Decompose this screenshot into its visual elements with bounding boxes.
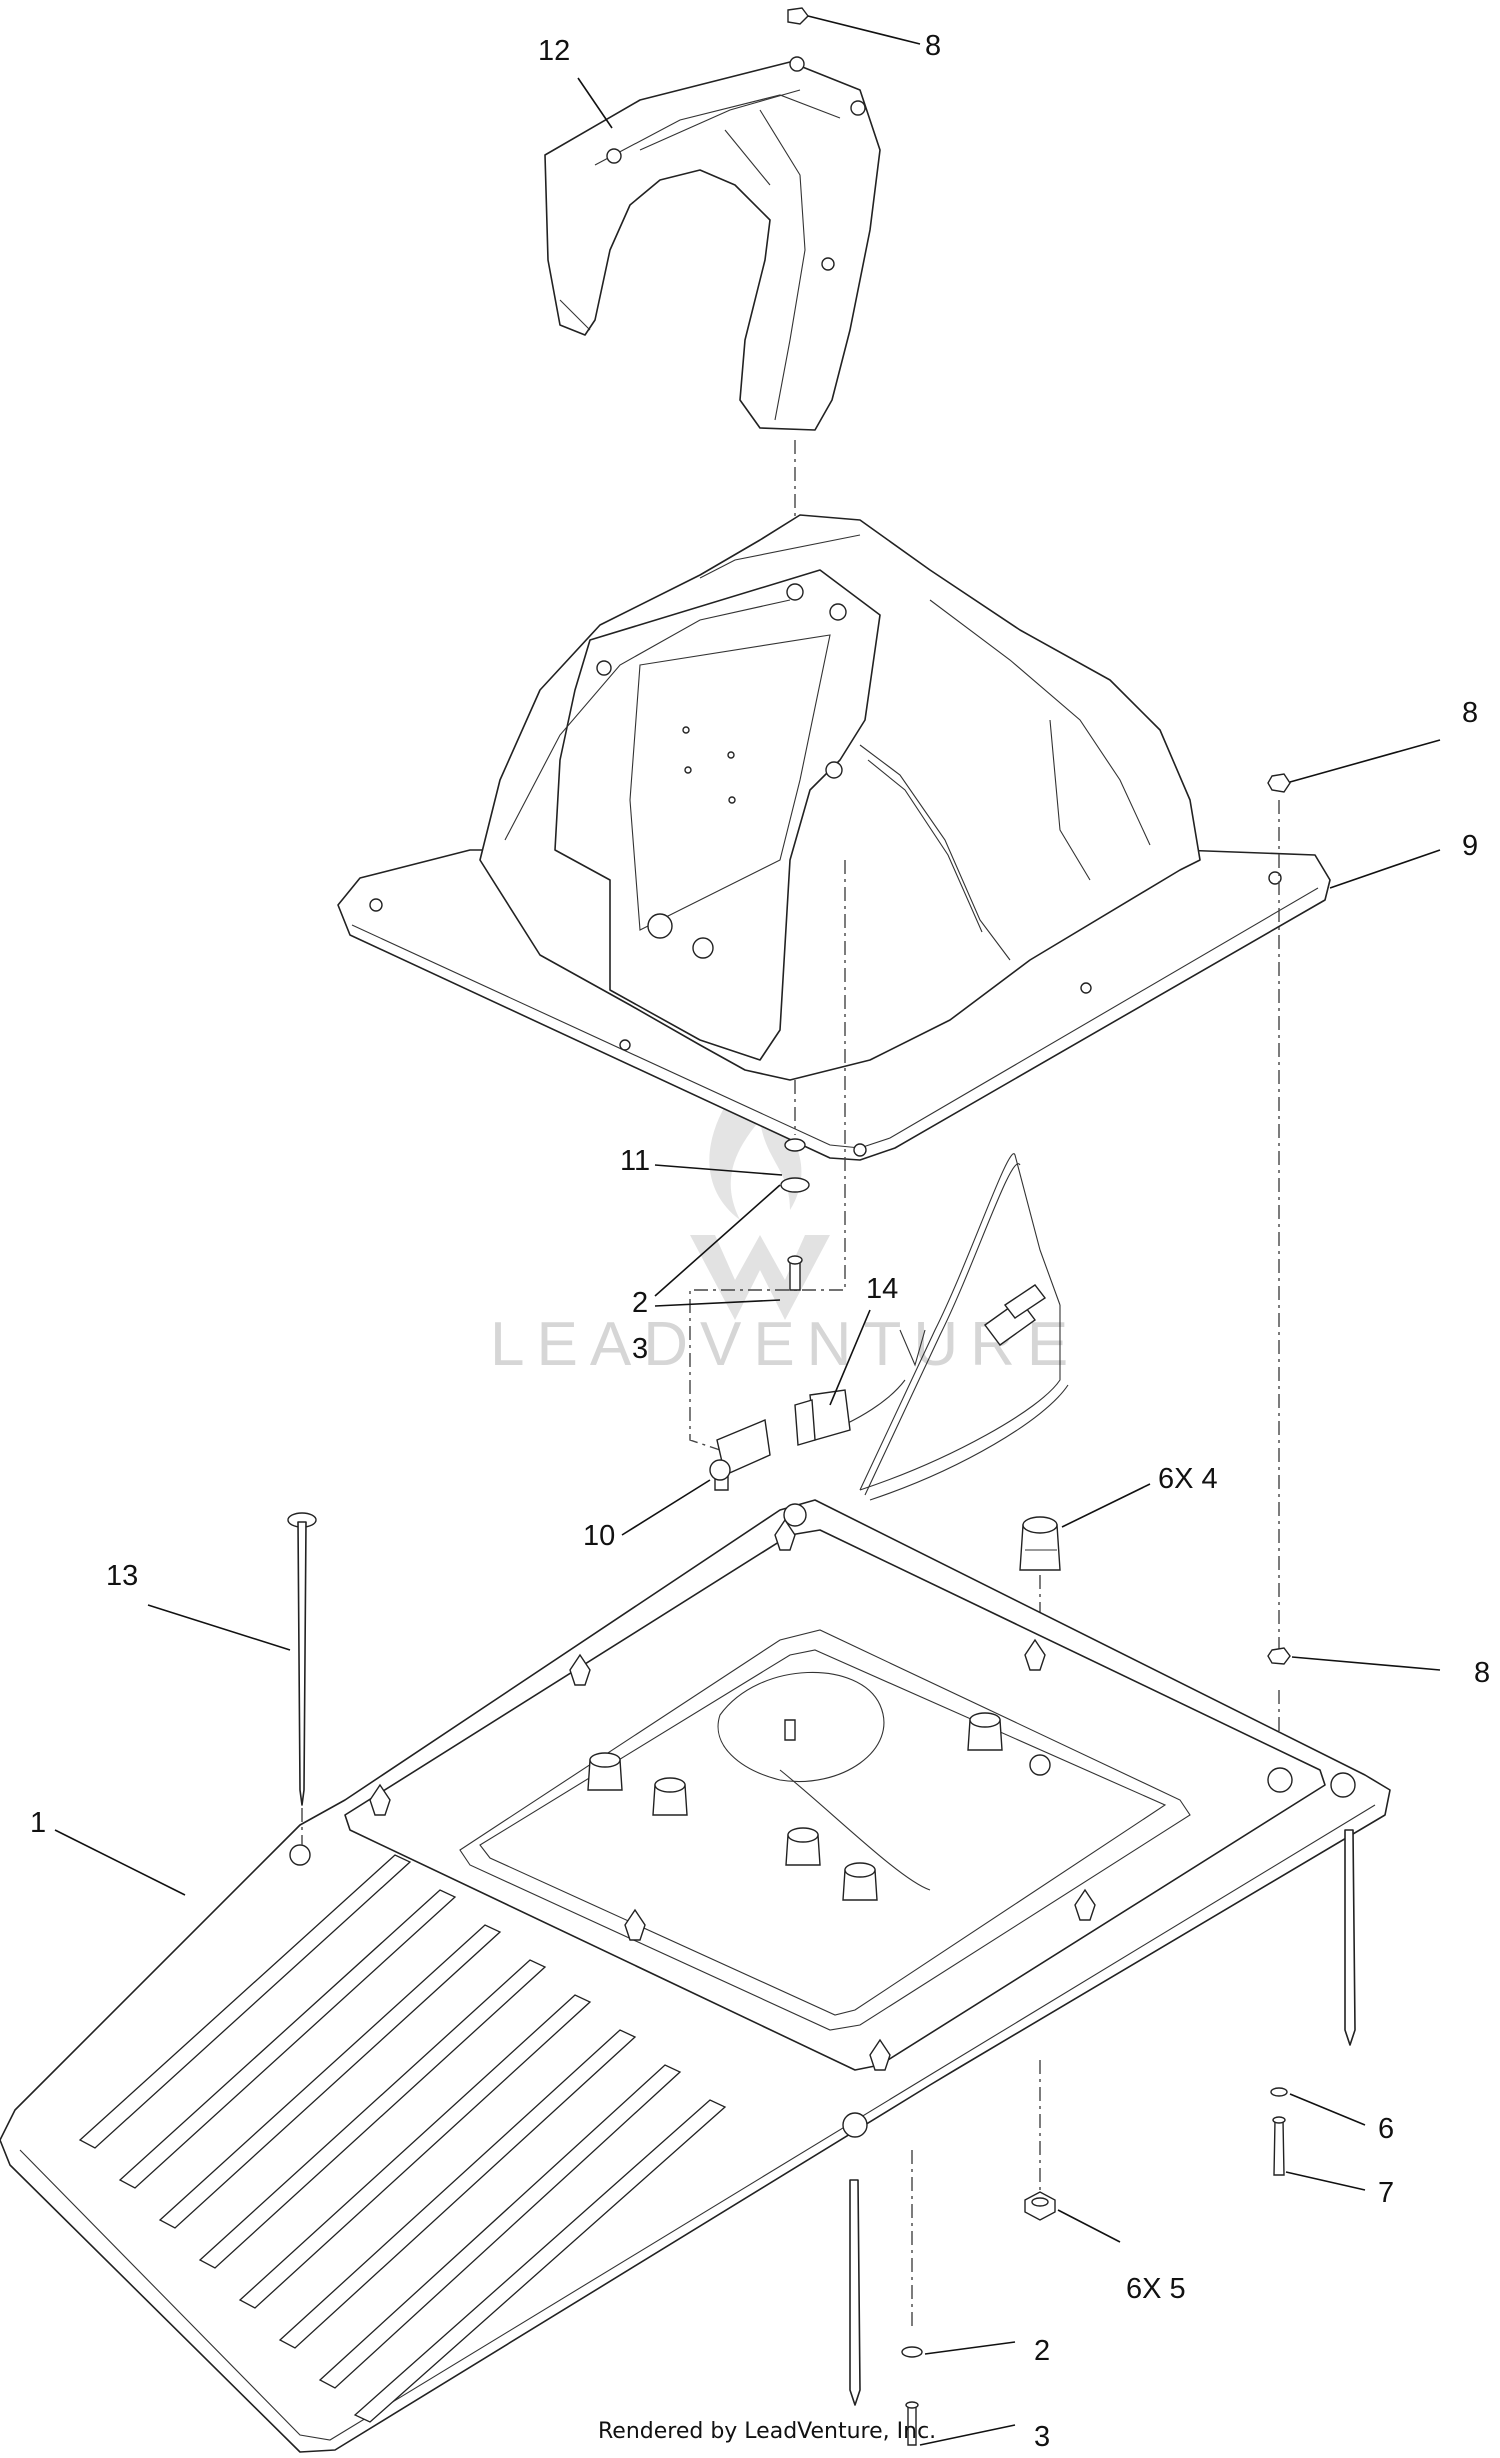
callout-11: 11: [620, 1145, 650, 1177]
callout-3-upper: 3: [632, 1333, 648, 1365]
callouts: 12 8 8 9 11 2 3 14 10 6X 4 13 8 1 6 7 6X…: [30, 30, 1490, 2453]
part-12-top-shroud: [544, 56, 881, 431]
callout-8-right: 8: [1462, 697, 1478, 729]
part-5-nut: [1024, 2191, 1056, 2221]
part-2-3-hardware-bottom: [901, 2150, 923, 2446]
callout-10: 10: [583, 1520, 615, 1552]
callout-7: 7: [1378, 2177, 1394, 2209]
callout-8-top: 8: [925, 30, 941, 62]
part-8-nut-lower: [1267, 1647, 1291, 1665]
part-1-base-platform: [0, 1499, 1391, 2453]
cable-glands-on-panel: [587, 1712, 1003, 1901]
part-11-2-3-hardware: [780, 1138, 810, 1291]
callout-6x4: 6X 4: [1158, 1463, 1218, 1495]
part-14-wire-harness: [794, 1153, 1069, 1501]
watermark: LEADVENTURE: [490, 1090, 1080, 1379]
footer-credit: Rendered by LeadVenture, Inc.: [598, 2419, 936, 2444]
part-4-cable-gland: [1019, 1516, 1061, 1571]
part-13-stake: [287, 1512, 317, 1806]
callout-9: 9: [1462, 830, 1478, 862]
leader-lines: [54, 15, 1441, 2446]
callout-3-lower: 3: [1034, 2421, 1050, 2453]
callout-12: 12: [538, 35, 570, 67]
callout-6x5: 6X 5: [1126, 2273, 1186, 2305]
callout-14: 14: [866, 1273, 898, 1305]
callout-6: 6: [1378, 2113, 1394, 2145]
callout-1: 1: [30, 1807, 46, 1839]
callout-8-lower: 8: [1474, 1657, 1490, 1689]
callout-13: 13: [106, 1560, 138, 1592]
part-9-console-housing: [337, 514, 1331, 1161]
part-8-nut-right: [1267, 773, 1291, 793]
watermark-text: LEADVENTURE: [490, 1310, 1080, 1379]
callout-2-lower: 2: [1034, 2335, 1050, 2367]
part-8-nut-top: [787, 7, 809, 25]
part-10-switch: [709, 1419, 771, 1491]
part-6-7-hardware: [1270, 2087, 1288, 2176]
callout-2-upper: 2: [632, 1287, 648, 1319]
